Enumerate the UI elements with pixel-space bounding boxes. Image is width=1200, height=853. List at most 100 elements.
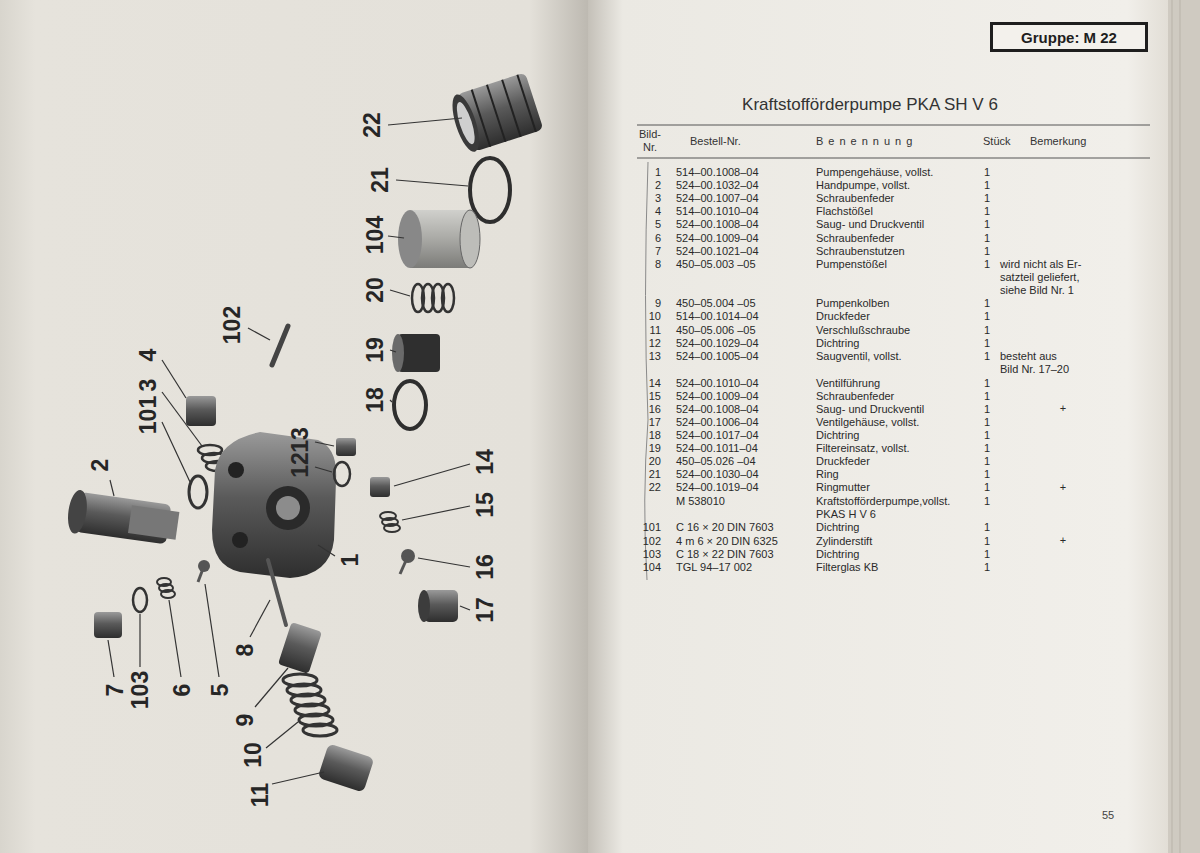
table-cell: 1 — [984, 496, 990, 507]
table-cell: 1 — [984, 258, 990, 269]
table-cell: 514–00.1008–04 — [676, 167, 759, 178]
table-cell: 1 — [984, 535, 990, 546]
table-cell: Pumpenkolben — [816, 298, 889, 309]
table-cell: 524–00.1006–04 — [676, 417, 759, 428]
table-cell: 2 — [655, 180, 661, 191]
table-cell: Ringmutter — [816, 482, 870, 493]
callout-number: 5 — [209, 684, 232, 697]
table-cell: Ventilführung — [816, 378, 880, 389]
callout-number: 11 — [249, 783, 272, 807]
column-header: Bemerkung — [1030, 136, 1086, 147]
callout-number: 6 — [171, 684, 194, 697]
callout-number: 10 — [242, 742, 265, 768]
table-cell: 101 — [643, 522, 661, 533]
table-cell: 15 — [649, 391, 661, 402]
callout-number: 9 — [234, 714, 257, 727]
table-cell: 13 — [649, 351, 661, 362]
table-cell: Pumpenstößel — [816, 258, 887, 269]
table-cell: 7 — [655, 245, 661, 256]
group-box: Gruppe: M 22 — [990, 22, 1148, 52]
table-cell: Saug- und Druckventil — [816, 404, 924, 415]
callout-number: 16 — [474, 554, 497, 580]
table-cell: Dichtring — [816, 430, 859, 441]
table-cell: 11 — [650, 324, 661, 335]
callout-number: 4 — [137, 349, 160, 362]
table-cell: 1 — [984, 378, 990, 389]
table-cell: 1 — [984, 219, 990, 230]
callout-number: 22 — [361, 112, 384, 138]
table-cell: Ring — [816, 469, 839, 480]
callout-number: 8 — [234, 644, 257, 657]
table-cell: 102 — [643, 535, 661, 546]
table-cell: 1 — [984, 549, 990, 560]
table-cell: 1 — [984, 391, 990, 402]
table-cell: 1 — [984, 404, 990, 415]
table-cell: 1 — [984, 245, 990, 256]
group-label: Gruppe: M 22 — [1021, 29, 1117, 46]
table-cell: Schraubenfeder — [816, 391, 894, 402]
remark-text: satzteil geliefert, — [1000, 272, 1079, 283]
table-cell: 524–00.1007–04 — [676, 193, 759, 204]
table-cell: Handpumpe, vollst. — [816, 180, 910, 191]
table-cell: 17 — [649, 417, 661, 428]
table-cell: 524–00.1009–04 — [676, 391, 759, 402]
table-cell: 514–00.1014–04 — [676, 311, 759, 322]
table-cell: Filterglas KB — [816, 562, 878, 573]
table-cell: 4 — [655, 206, 661, 217]
table-cell: 450–05.026 –04 — [676, 456, 756, 467]
table-cell: 524–00.1008–04 — [676, 404, 759, 415]
table-cell: 524–00.1032–04 — [676, 180, 759, 191]
table-cell: Zylinderstift — [816, 535, 872, 546]
table-cell: 524–00.1005–04 — [676, 351, 759, 362]
table-cell: Kraftstofförderpumpe,vollst. — [816, 496, 950, 507]
table-cell: Dichtring — [816, 337, 859, 348]
table-cell: Dichtring — [816, 522, 859, 533]
table-cell: 5 — [655, 219, 661, 230]
table-cell: Druckfeder — [816, 456, 870, 467]
remark-text: siehe Bild Nr. 1 — [1000, 285, 1074, 296]
table-cell: Schraubenfeder — [816, 193, 894, 204]
table-cell: M 538010 — [676, 496, 725, 507]
table-cell: 1 — [984, 193, 990, 204]
table-cell: 1 — [984, 482, 990, 493]
callout-number: 1 — [339, 554, 362, 567]
remark-text: Bild Nr. 17–20 — [1000, 364, 1069, 375]
table-cell: 524–00.1021–04 — [676, 245, 759, 256]
table-cell: 1 — [984, 232, 990, 243]
table-cell: TGL 94–17 002 — [676, 562, 752, 573]
remark-text: + — [1060, 403, 1066, 414]
callout-number: 17 — [474, 597, 497, 623]
table-cell: 1 — [984, 167, 990, 178]
table-cell: 1 — [984, 562, 990, 573]
table-cell: 22 — [649, 482, 661, 493]
table-cell: 1 — [984, 324, 990, 335]
table-cell: 4 m 6 × 20 DIN 6325 — [676, 535, 778, 546]
table-cell: 1 — [984, 417, 990, 428]
table-cell: 16 — [649, 404, 661, 415]
table-cell: 6 — [655, 232, 661, 243]
table-cell: Verschlußschraube — [816, 324, 910, 335]
table-cell: 1 — [984, 469, 990, 480]
callout-number: 102 — [221, 306, 244, 344]
table-cell: 14 — [649, 378, 661, 389]
callout-number: 18 — [364, 387, 387, 413]
table-cell: 103 — [643, 549, 661, 560]
callout-number: 7 — [104, 684, 127, 697]
table-cell: 450–05.006 –05 — [676, 324, 756, 335]
table-cell: Schraubenstutzen — [816, 245, 905, 256]
table-cell: 1 — [984, 337, 990, 348]
column-header: Bestell-Nr. — [690, 136, 741, 147]
table-cell: Schraubenfeder — [816, 232, 894, 243]
table-cell: 524–00.1010–04 — [676, 378, 759, 389]
column-header: Benennung — [816, 136, 917, 147]
remark-text: wird nicht als Er- — [1000, 259, 1081, 270]
remark-text: besteht aus — [1000, 351, 1057, 362]
table-cell: 104 — [643, 562, 661, 573]
table-cell: 1 — [984, 351, 990, 362]
table-cell: Ventilgehäuse, vollst. — [816, 417, 919, 428]
table-cell: Flachstößel — [816, 206, 873, 217]
table-cell: 1 — [984, 180, 990, 191]
table-cell: 1 — [984, 298, 990, 309]
table-cell: 21 — [649, 469, 661, 480]
table-cell: 1 — [984, 443, 990, 454]
